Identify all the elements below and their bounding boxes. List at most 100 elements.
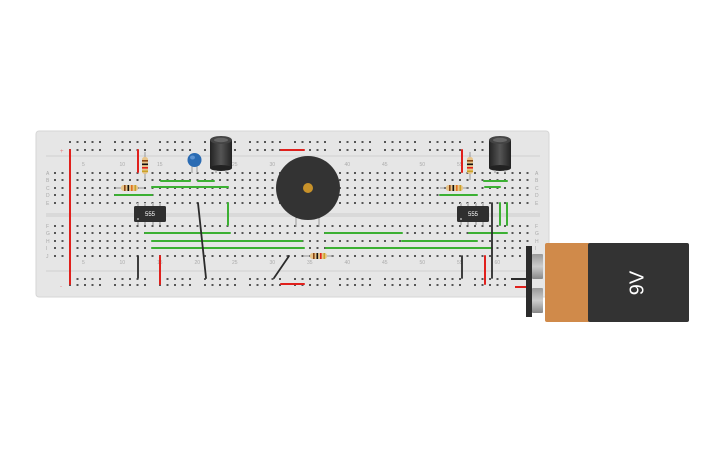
breadboard-hole[interactable]: [339, 149, 341, 151]
breadboard-hole[interactable]: [361, 240, 364, 242]
breadboard-hole[interactable]: [339, 284, 341, 286]
breadboard-hole[interactable]: [151, 225, 154, 227]
breadboard-hole[interactable]: [181, 172, 184, 174]
breadboard-hole[interactable]: [406, 225, 409, 227]
breadboard-hole[interactable]: [309, 149, 311, 151]
breadboard-hole[interactable]: [106, 240, 109, 242]
breadboard-hole[interactable]: [91, 255, 94, 257]
breadboard-hole[interactable]: [346, 278, 349, 280]
breadboard-hole[interactable]: [121, 225, 124, 227]
breadboard-hole[interactable]: [511, 187, 514, 189]
breadboard-hole[interactable]: [76, 194, 79, 196]
breadboard-hole[interactable]: [384, 278, 386, 280]
breadboard-hole[interactable]: [444, 255, 446, 257]
breadboard-hole[interactable]: [406, 202, 409, 204]
breadboard-hole[interactable]: [121, 247, 124, 249]
breadboard-hole[interactable]: [399, 284, 401, 286]
breadboard-hole[interactable]: [511, 225, 514, 227]
breadboard-hole[interactable]: [211, 278, 214, 280]
breadboard-hole[interactable]: [331, 225, 334, 227]
breadboard-hole[interactable]: [504, 194, 506, 196]
breadboard-hole[interactable]: [189, 278, 191, 280]
breadboard-hole[interactable]: [271, 284, 274, 286]
breadboard-hole[interactable]: [459, 225, 461, 227]
breadboard-hole[interactable]: [346, 149, 349, 151]
breadboard-hole[interactable]: [511, 247, 514, 249]
breadboard-hole[interactable]: [361, 202, 364, 204]
breadboard-hole[interactable]: [264, 149, 266, 151]
breadboard-hole[interactable]: [444, 278, 446, 280]
breadboard-hole[interactable]: [324, 278, 326, 280]
breadboard-hole[interactable]: [489, 278, 491, 280]
breadboard-hole[interactable]: [421, 179, 424, 181]
breadboard-hole[interactable]: [286, 232, 289, 234]
breadboard-hole[interactable]: [84, 232, 86, 234]
breadboard-hole[interactable]: [84, 194, 86, 196]
breadboard-hole[interactable]: [421, 225, 424, 227]
breadboard-hole[interactable]: [496, 202, 499, 204]
breadboard-hole[interactable]: [354, 225, 356, 227]
breadboard-hole[interactable]: [84, 187, 86, 189]
breadboard-hole[interactable]: [451, 141, 454, 143]
breadboard-hole[interactable]: [354, 149, 356, 151]
breadboard-hole[interactable]: [474, 225, 476, 227]
breadboard-hole[interactable]: [451, 172, 454, 174]
breadboard-hole[interactable]: [391, 202, 394, 204]
breadboard-hole[interactable]: [429, 141, 431, 143]
breadboard-hole[interactable]: [339, 255, 341, 257]
breadboard-hole[interactable]: [489, 225, 491, 227]
breadboard-hole[interactable]: [159, 141, 161, 143]
breadboard-hole[interactable]: [481, 149, 484, 151]
breadboard-hole[interactable]: [174, 141, 176, 143]
breadboard-hole[interactable]: [504, 187, 506, 189]
breadboard-hole[interactable]: [136, 179, 139, 181]
breadboard-hole[interactable]: [76, 278, 79, 280]
breadboard-hole[interactable]: [256, 278, 259, 280]
breadboard-hole[interactable]: [189, 284, 191, 286]
breadboard-hole[interactable]: [354, 278, 356, 280]
breadboard-hole[interactable]: [474, 141, 476, 143]
breadboard-hole[interactable]: [76, 172, 79, 174]
breadboard-hole[interactable]: [309, 141, 311, 143]
breadboard-hole[interactable]: [99, 179, 101, 181]
breadboard-hole[interactable]: [384, 172, 386, 174]
breadboard-hole[interactable]: [241, 232, 244, 234]
breadboard-hole[interactable]: [181, 194, 184, 196]
breadboard-hole[interactable]: [414, 255, 416, 257]
breadboard-hole[interactable]: [376, 225, 379, 227]
breadboard-hole[interactable]: [84, 247, 86, 249]
breadboard-hole[interactable]: [526, 225, 529, 227]
breadboard-hole[interactable]: [84, 149, 86, 151]
breadboard-hole[interactable]: [519, 179, 521, 181]
breadboard-hole[interactable]: [76, 225, 79, 227]
breadboard-hole[interactable]: [444, 225, 446, 227]
breadboard-hole[interactable]: [166, 255, 169, 257]
breadboard-hole[interactable]: [496, 255, 499, 257]
breadboard-hole[interactable]: [189, 172, 191, 174]
breadboard-hole[interactable]: [406, 187, 409, 189]
breadboard-hole[interactable]: [496, 172, 499, 174]
breadboard-hole[interactable]: [309, 240, 311, 242]
breadboard-hole[interactable]: [114, 172, 116, 174]
breadboard-hole[interactable]: [511, 194, 514, 196]
breadboard-hole[interactable]: [481, 255, 484, 257]
breadboard-hole[interactable]: [346, 284, 349, 286]
breadboard-hole[interactable]: [99, 225, 101, 227]
breadboard-hole[interactable]: [354, 284, 356, 286]
breadboard-hole[interactable]: [481, 284, 484, 286]
breadboard-hole[interactable]: [429, 149, 431, 151]
breadboard-hole[interactable]: [489, 194, 491, 196]
breadboard-hole[interactable]: [279, 278, 281, 280]
breadboard-hole[interactable]: [219, 284, 221, 286]
breadboard-hole[interactable]: [346, 202, 349, 204]
breadboard-hole[interactable]: [451, 225, 454, 227]
breadboard-hole[interactable]: [519, 225, 521, 227]
breadboard-hole[interactable]: [496, 284, 499, 286]
breadboard-hole[interactable]: [511, 202, 514, 204]
breadboard-hole[interactable]: [114, 202, 116, 204]
breadboard-hole[interactable]: [429, 172, 431, 174]
breadboard-hole[interactable]: [61, 255, 64, 257]
breadboard-hole[interactable]: [256, 255, 259, 257]
breadboard-hole[interactable]: [91, 141, 94, 143]
breadboard-hole[interactable]: [376, 194, 379, 196]
